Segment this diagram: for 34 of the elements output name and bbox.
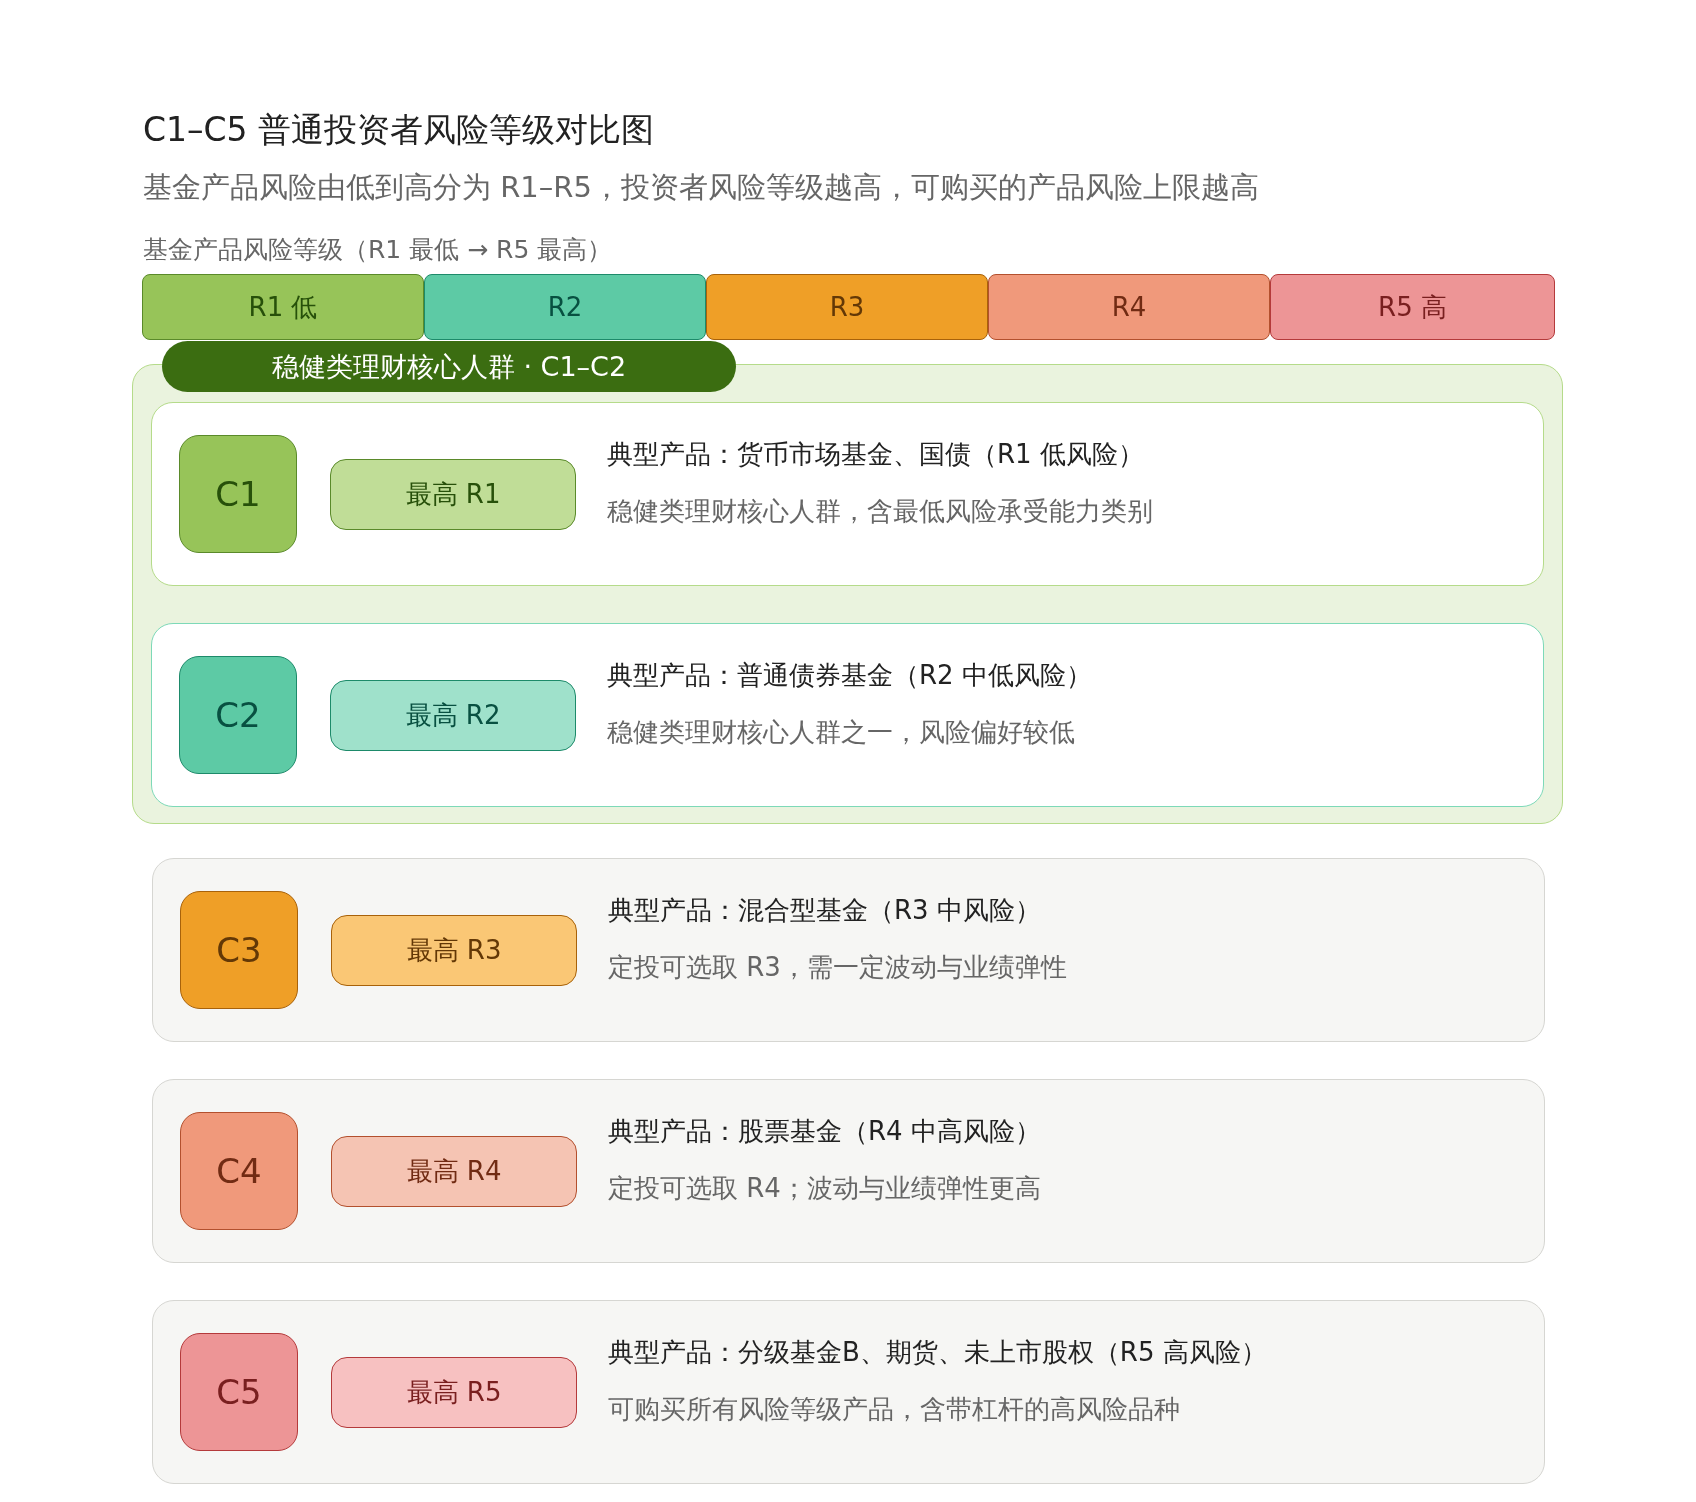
- row-card: [152, 858, 1545, 1042]
- scale-heading: 基金产品风险等级（R1 最低 → R5 最高）: [143, 234, 613, 266]
- subtitle-text: 基金产品风险由低到高分为 R1–R5，投资者风险等级越高，可购买的产品风险上限越高: [143, 169, 1259, 206]
- description-text: 稳健类理财核心人群，含最低风险承受能力类别: [607, 495, 1153, 528]
- class-badge: C5: [180, 1333, 298, 1451]
- product-heading: 典型产品：分级基金B、期货、未上市股权（R5 高风险）: [608, 1336, 1267, 1369]
- risk-level-segment: R4: [988, 274, 1270, 340]
- description-text: 可购买所有风险等级产品，含带杠杆的高风险品种: [608, 1393, 1180, 1426]
- class-badge: C1: [179, 435, 297, 553]
- max-risk-pill: 最高 R1: [330, 459, 576, 530]
- row-card: [152, 1300, 1545, 1484]
- risk-level-segment: R2: [424, 274, 706, 340]
- group-heading-pill: 稳健类理财核心人群 · C1–C2: [162, 341, 736, 392]
- product-heading: 典型产品：货币市场基金、国债（R1 低风险）: [607, 438, 1144, 471]
- class-badge: C3: [180, 891, 298, 1009]
- max-risk-pill: 最高 R3: [331, 915, 577, 986]
- row-card: [151, 402, 1544, 586]
- product-heading: 典型产品：混合型基金（R3 中风险）: [608, 894, 1041, 927]
- max-risk-pill: 最高 R2: [330, 680, 576, 751]
- description-text: 稳健类理财核心人群之一，风险偏好较低: [607, 716, 1075, 749]
- product-heading: 典型产品：股票基金（R4 中高风险）: [608, 1115, 1041, 1148]
- description-text: 定投可选取 R4；波动与业绩弹性更高: [608, 1172, 1041, 1205]
- description-text: 定投可选取 R3，需一定波动与业绩弹性: [608, 951, 1067, 984]
- class-badge: C4: [180, 1112, 298, 1230]
- risk-level-segment: R1 低: [142, 274, 424, 340]
- row-card: [151, 623, 1544, 807]
- risk-level-segment: R5 高: [1270, 274, 1555, 340]
- max-risk-pill: 最高 R5: [331, 1357, 577, 1428]
- max-risk-pill: 最高 R4: [331, 1136, 577, 1207]
- row-card: [152, 1079, 1545, 1263]
- risk-level-segment: R3: [706, 274, 988, 340]
- class-badge: C2: [179, 656, 297, 774]
- diagram-title: C1–C5 普通投资者风险等级对比图: [143, 109, 655, 151]
- product-heading: 典型产品：普通债券基金（R2 中低风险）: [607, 659, 1092, 692]
